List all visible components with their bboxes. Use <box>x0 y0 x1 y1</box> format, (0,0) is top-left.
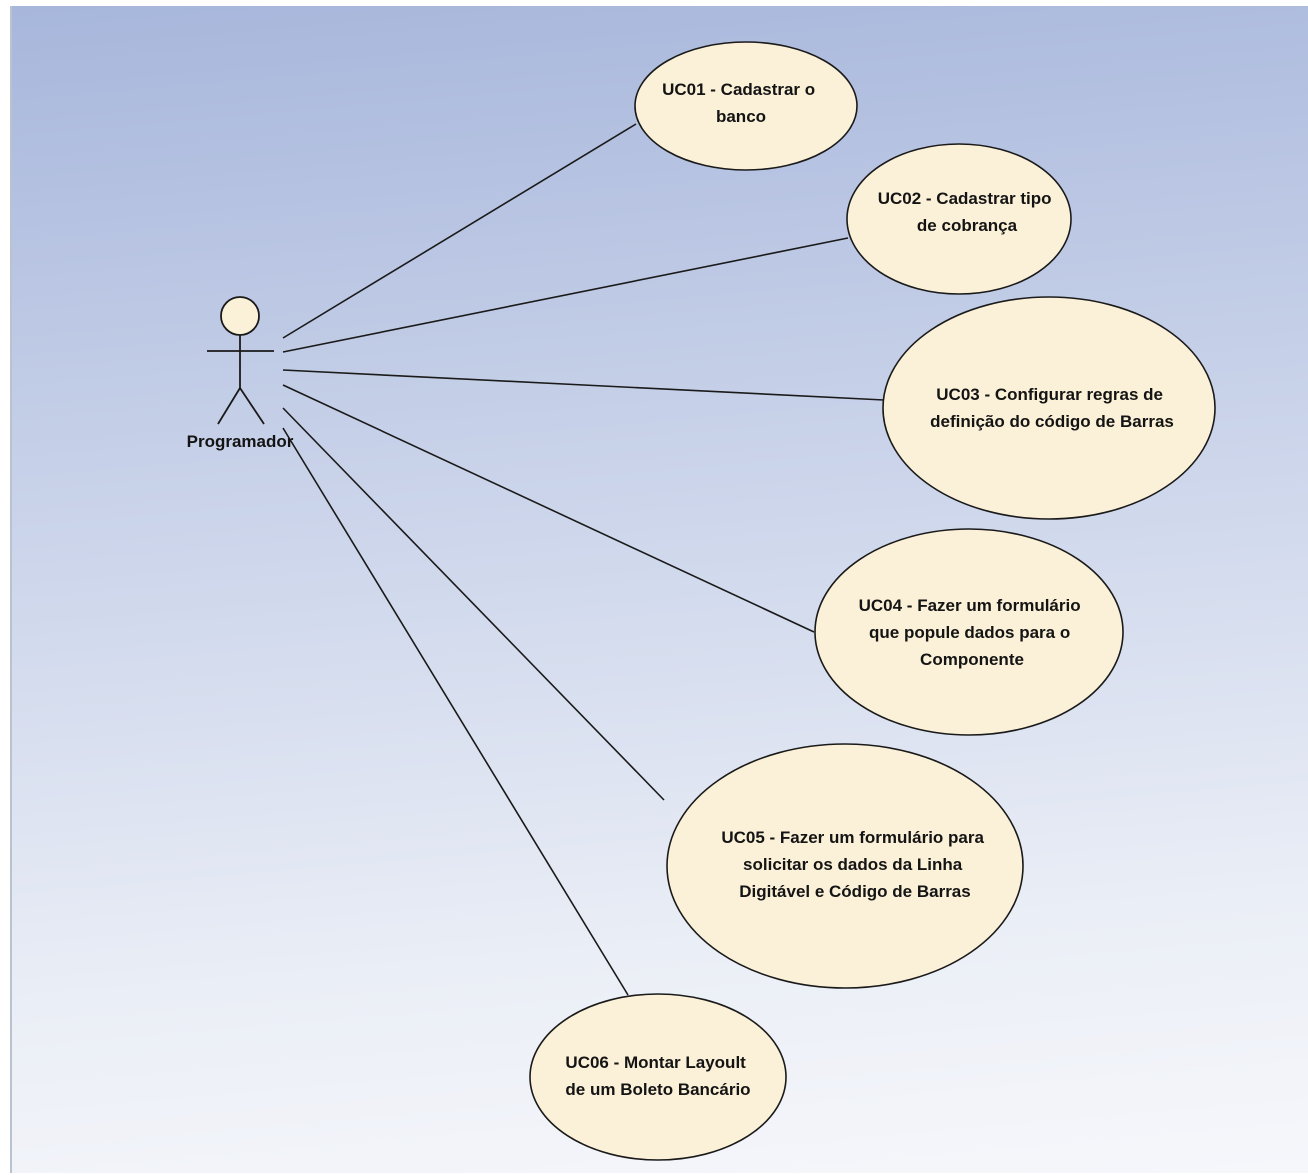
use-case-uc04[interactable]: UC04 - Fazer um formulário que popule da… <box>814 528 1124 736</box>
use-case-label: UC02 - Cadastrar tipo de cobrança <box>878 189 1057 235</box>
use-case-ellipse <box>666 743 1024 989</box>
use-case-uc06[interactable]: UC06 - Montar Layoult de um Boleto Bancá… <box>529 993 787 1161</box>
association-uc03 <box>282 369 885 401</box>
use-case-ellipse <box>882 296 1216 520</box>
use-case-ellipse <box>846 143 1072 295</box>
association-uc05 <box>282 407 665 801</box>
actor-programador[interactable]: Programador <box>187 296 294 451</box>
use-case-uc03[interactable]: UC03 - Configurar regras de definição do… <box>882 296 1216 520</box>
actor-name: Programador <box>187 432 294 451</box>
association-uc06 <box>282 427 629 996</box>
use-case-label: UC03 - Configurar regras de definição do… <box>930 385 1174 431</box>
use-case-ellipse <box>529 993 787 1161</box>
use-case-label: UC06 - Montar Layoult de um Boleto Bancá… <box>565 1053 750 1099</box>
use-case-ellipse <box>634 41 858 171</box>
use-case-ellipse <box>814 528 1124 736</box>
association-uc01 <box>282 123 637 339</box>
use-case-uc01[interactable]: UC01 - Cadastrar o banco <box>634 41 858 171</box>
stick-figure-actor-icon <box>207 296 274 425</box>
use-case-uc02[interactable]: UC02 - Cadastrar tipo de cobrança <box>846 143 1072 295</box>
use-case-label: UC04 - Fazer um formulário que popule da… <box>859 596 1086 669</box>
use-case-label: UC01 - Cadastrar o banco <box>662 80 820 126</box>
use-case-label: UC05 - Fazer um formulário para solicita… <box>721 828 988 901</box>
association-uc04 <box>282 384 815 633</box>
associations <box>282 123 885 996</box>
use-case-uc05[interactable]: UC05 - Fazer um formulário para solicita… <box>666 743 1024 989</box>
association-uc02 <box>282 237 849 353</box>
